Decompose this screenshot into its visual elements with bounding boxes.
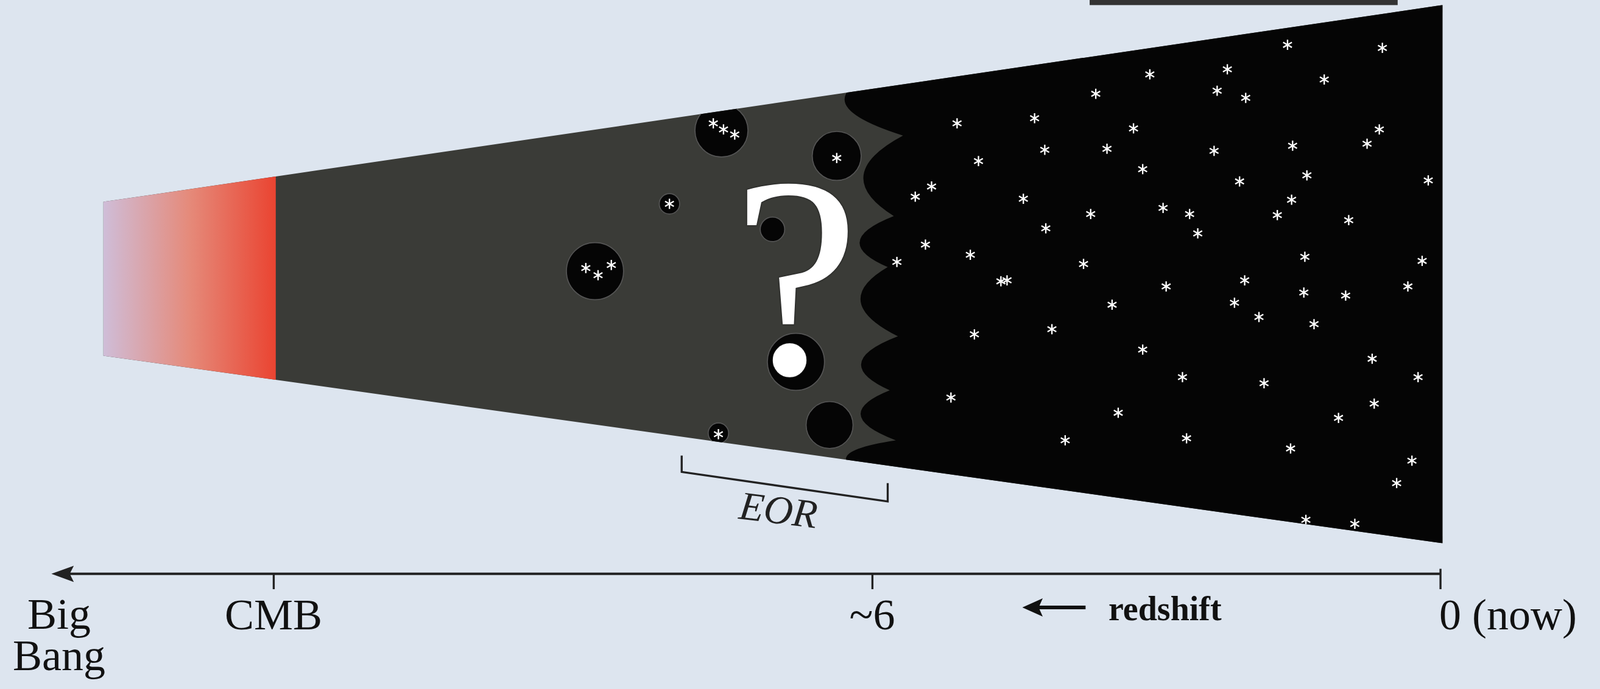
star [1286, 194, 1296, 206]
star [607, 260, 616, 271]
star [946, 392, 956, 404]
star [1300, 252, 1309, 263]
axis-arrowhead [51, 565, 74, 583]
axis-label: 0 (now) [1439, 593, 1577, 638]
star [1086, 208, 1096, 220]
star [665, 199, 674, 210]
star [1286, 443, 1295, 454]
redshift-arrowhead [1022, 598, 1043, 617]
star [926, 181, 936, 192]
star [1283, 39, 1292, 50]
star [1301, 515, 1311, 526]
star [1158, 202, 1167, 214]
star [1138, 344, 1147, 356]
star [965, 249, 975, 261]
star [1102, 143, 1111, 155]
time-axis [63, 573, 1441, 576]
star [1299, 287, 1309, 298]
star [1018, 193, 1028, 205]
cmb-band [103, 152, 276, 409]
ionized-bubble [566, 243, 624, 301]
star [1177, 372, 1187, 383]
axis-tick [273, 568, 1441, 589]
star [1047, 324, 1057, 335]
star [1161, 281, 1171, 292]
star [1362, 138, 1371, 150]
star [1272, 210, 1282, 221]
star [1423, 175, 1433, 186]
star [973, 155, 983, 167]
star [1235, 176, 1244, 187]
star [1259, 378, 1269, 389]
star [1079, 258, 1088, 270]
ionized-bubble [659, 193, 680, 214]
star [1113, 408, 1123, 419]
star [1230, 297, 1239, 309]
star [1209, 145, 1219, 156]
star [1002, 275, 1012, 286]
star [1369, 398, 1379, 410]
star [892, 257, 901, 268]
star [1241, 92, 1250, 103]
star [1302, 170, 1312, 181]
star [1319, 74, 1329, 85]
axis-label: CMB [224, 593, 323, 638]
star [1182, 433, 1191, 445]
star [581, 263, 591, 274]
star [1029, 113, 1039, 124]
redshift-arrow [1036, 606, 1086, 610]
star [1392, 478, 1401, 489]
star [1333, 412, 1343, 424]
reionized-region [844, 0, 1449, 572]
star [1185, 208, 1194, 220]
star [1413, 372, 1423, 383]
star [1091, 88, 1100, 100]
star [708, 118, 718, 129]
star [1138, 164, 1147, 175]
star [593, 270, 603, 281]
star [1040, 144, 1049, 156]
question-mark: ? [732, 133, 860, 421]
star [1341, 290, 1350, 301]
star [1374, 124, 1384, 135]
star [1344, 214, 1353, 226]
star [970, 329, 979, 340]
star [719, 124, 728, 135]
star [1240, 275, 1249, 286]
star [1041, 223, 1051, 234]
star [920, 239, 930, 251]
star [1254, 311, 1264, 323]
star [1350, 518, 1359, 530]
star [1060, 435, 1070, 446]
axis-label: ~6 [849, 593, 896, 638]
star [1377, 42, 1387, 53]
star [1107, 299, 1117, 311]
eor-label: EOR [736, 485, 820, 535]
ionized-bubble [708, 423, 729, 444]
axis-title: redshift [1108, 592, 1222, 627]
star [1403, 281, 1412, 292]
star [1193, 228, 1202, 239]
star [1407, 456, 1417, 467]
axis-label: Big Bang [10, 593, 108, 678]
star [1288, 140, 1297, 152]
star [1367, 353, 1377, 365]
star [1417, 255, 1427, 267]
star [952, 118, 962, 129]
star [1145, 69, 1155, 80]
star [1212, 85, 1222, 97]
star [1222, 63, 1232, 75]
star [911, 191, 920, 203]
star [713, 429, 723, 440]
star [1129, 123, 1138, 134]
star [1309, 319, 1319, 330]
inset-strip [1089, 0, 1398, 5]
